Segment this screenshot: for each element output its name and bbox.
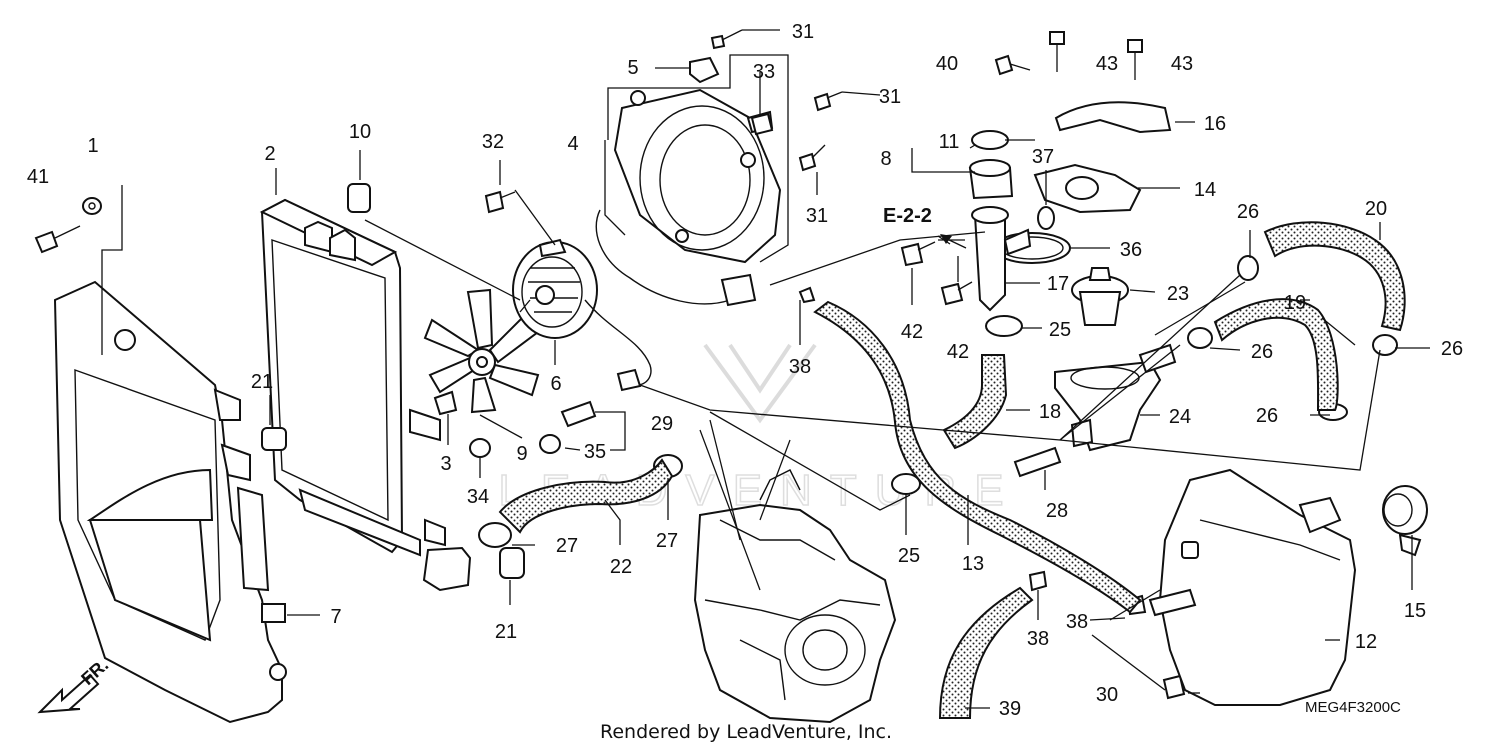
diagram-code: MEG4F3200C (1305, 699, 1401, 716)
callout-1: 1 (87, 135, 98, 157)
reference-marker: E-2-2 (883, 205, 967, 249)
callout-26: 26 (1441, 338, 1463, 360)
callout-34: 34 (467, 486, 489, 508)
callout-43: 43 (1171, 53, 1193, 75)
callout-35: 35 (584, 441, 606, 463)
callout-37: 37 (1032, 146, 1054, 168)
callout-32: 32 (482, 131, 504, 153)
callout-15: 15 (1404, 600, 1426, 622)
callout-22: 22 (610, 556, 632, 578)
callout-23: 23 (1167, 283, 1189, 305)
callout-3: 3 (440, 453, 451, 475)
callout-31: 31 (792, 21, 814, 43)
callout-43: 43 (1096, 53, 1118, 75)
callout-27: 27 (656, 530, 678, 552)
thermostat-assembly (968, 101, 1177, 478)
callout-16: 16 (1204, 113, 1226, 135)
fan-blade (423, 288, 540, 414)
engine-outline (693, 469, 897, 724)
leader-lines (101, 29, 1430, 709)
hoses (498, 221, 1406, 719)
reserve-tank (1148, 468, 1428, 706)
callout-26: 26 (1237, 201, 1259, 223)
reference-label: E-2-2 (883, 205, 932, 227)
callout-26: 26 (1251, 341, 1273, 363)
callout-26: 26 (1256, 405, 1278, 427)
callout-24: 24 (1169, 406, 1191, 428)
callout-28: 28 (1046, 500, 1068, 522)
callout-38: 38 (1027, 628, 1049, 650)
callout-8: 8 (880, 148, 891, 170)
callout-9: 9 (516, 443, 527, 465)
callout-33: 33 (753, 61, 775, 83)
fan-motor (512, 238, 652, 392)
callout-17: 17 (1047, 273, 1069, 295)
callout-21: 21 (495, 621, 517, 643)
callout-14: 14 (1194, 179, 1216, 201)
radiator (259, 198, 472, 592)
callout-25: 25 (1049, 319, 1071, 341)
callout-13: 13 (962, 553, 984, 575)
callout-6: 6 (550, 373, 561, 395)
radiator-shroud (53, 280, 287, 724)
callout-30: 30 (1096, 684, 1118, 706)
callout-2: 2 (264, 143, 275, 165)
front-arrow: FR. (37, 655, 112, 714)
callout-38: 38 (1066, 611, 1088, 633)
callout-25: 25 (898, 545, 920, 567)
callout-20: 20 (1365, 198, 1387, 220)
callout-41: 41 (27, 166, 49, 188)
callout-12: 12 (1355, 631, 1377, 653)
callout-27: 27 (556, 535, 578, 557)
callout-31: 31 (806, 205, 828, 227)
callout-36: 36 (1120, 239, 1142, 261)
callout-42: 42 (901, 321, 923, 343)
callout-7: 7 (330, 606, 341, 628)
callout-4: 4 (567, 133, 578, 155)
callout-31: 31 (879, 86, 901, 108)
callout-10: 10 (349, 121, 371, 143)
footer-credit: Rendered by LeadVenture, Inc. (600, 721, 892, 743)
callout-29: 29 (651, 413, 673, 435)
callout-39: 39 (999, 698, 1021, 720)
callout-5: 5 (627, 57, 638, 79)
callout-38: 38 (789, 356, 811, 378)
fan-shroud (595, 88, 782, 307)
callout-11: 11 (939, 131, 960, 153)
callout-42: 42 (947, 341, 969, 363)
callout-18: 18 (1039, 401, 1061, 423)
callout-40: 40 (936, 53, 958, 75)
callout-19: 19 (1284, 292, 1306, 314)
callout-21: 21 (251, 371, 273, 393)
